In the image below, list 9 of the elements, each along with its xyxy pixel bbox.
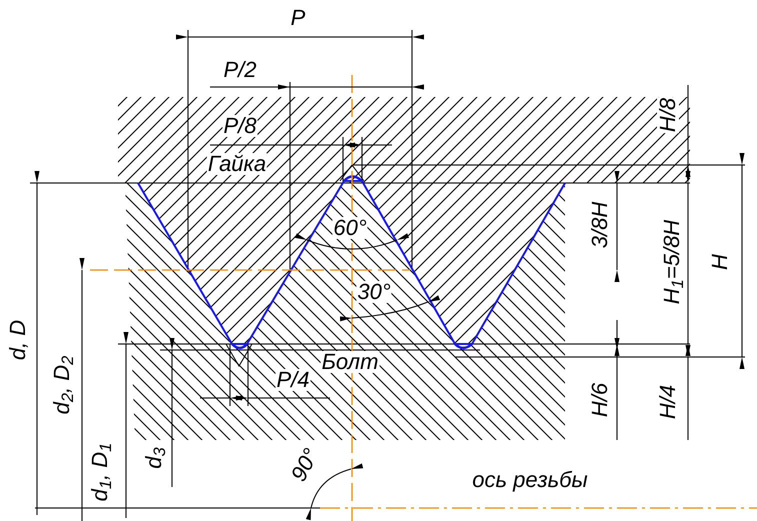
dimension-label: 60°: [332, 217, 368, 239]
dimension-label: ось резьбы: [471, 469, 589, 491]
dimension-label: Болт: [320, 351, 380, 373]
dimension-label: Гайка: [206, 153, 268, 175]
dimension-label: 30°: [356, 281, 392, 303]
dimension-label: P/4: [275, 369, 311, 391]
dimension-label: P/8: [222, 115, 258, 137]
dimension-label: H/8: [657, 96, 679, 134]
dimension-label: d, D: [7, 318, 29, 362]
